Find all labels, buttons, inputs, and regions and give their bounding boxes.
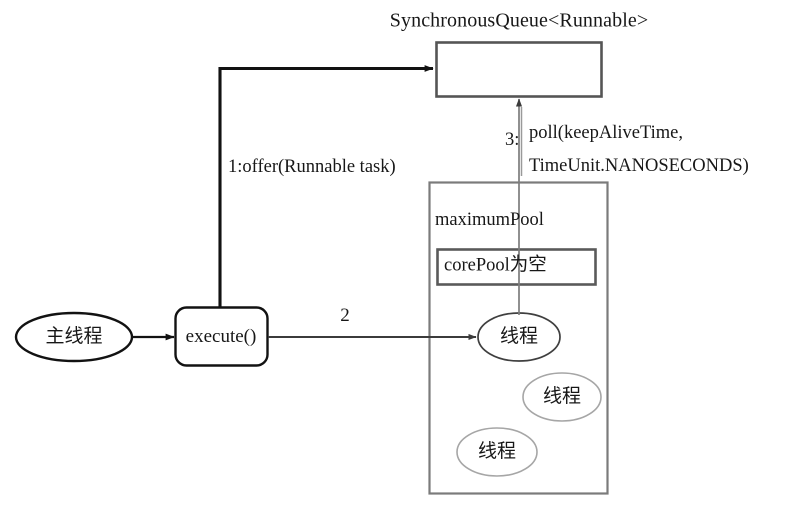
edge-offer-to-queue	[218, 65, 434, 307]
offer-edge-label: 1:offer(Runnable task)	[228, 157, 396, 177]
poll-edge-label-line1: poll(keepAliveTime,	[529, 123, 683, 143]
execute-box	[174, 306, 269, 367]
core-pool-label: corePool为空	[444, 255, 547, 276]
poll-edge-label-line2: TimeUnit.NANOSECONDS)	[529, 156, 749, 176]
maximum-pool-label: maximumPool	[435, 210, 544, 230]
thread-ellipse-1	[522, 372, 602, 422]
thread-ellipse-2	[456, 427, 538, 477]
execute-label: execute()	[185, 326, 257, 348]
synchronous-queue-box	[435, 41, 603, 98]
step-2-label: 2	[340, 305, 350, 327]
queue-title: SynchronousQueue<Runnable>	[389, 9, 649, 32]
main-thread-label: 主线程	[45, 325, 103, 348]
thread-label-0: 线程	[499, 325, 539, 348]
poll-step-label: 3:	[505, 130, 520, 150]
thread-label-2: 线程	[477, 440, 517, 463]
core-pool-box	[436, 248, 597, 286]
thread-label-1: 线程	[542, 385, 582, 408]
